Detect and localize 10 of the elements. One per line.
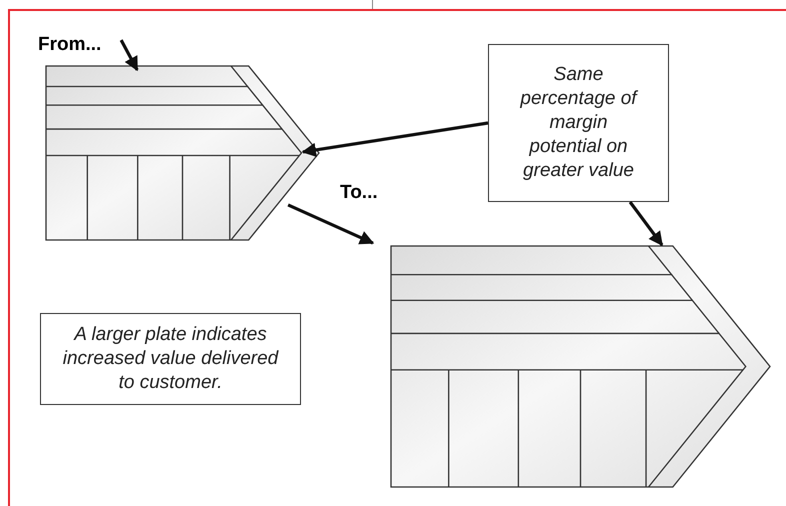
value-chain-chevron	[390, 245, 771, 488]
arrow	[302, 121, 488, 158]
heading-label: From...	[38, 32, 102, 58]
arrow	[120, 39, 139, 72]
arrow	[628, 201, 664, 246]
heading-label: To...	[340, 180, 378, 206]
callout-box: Same percentage of margin potential on greater value	[488, 44, 669, 202]
arrow	[287, 203, 374, 245]
note-box: A larger plate indicates increased value delivered to customer.	[40, 313, 301, 405]
value-chain-chevron	[45, 65, 320, 241]
